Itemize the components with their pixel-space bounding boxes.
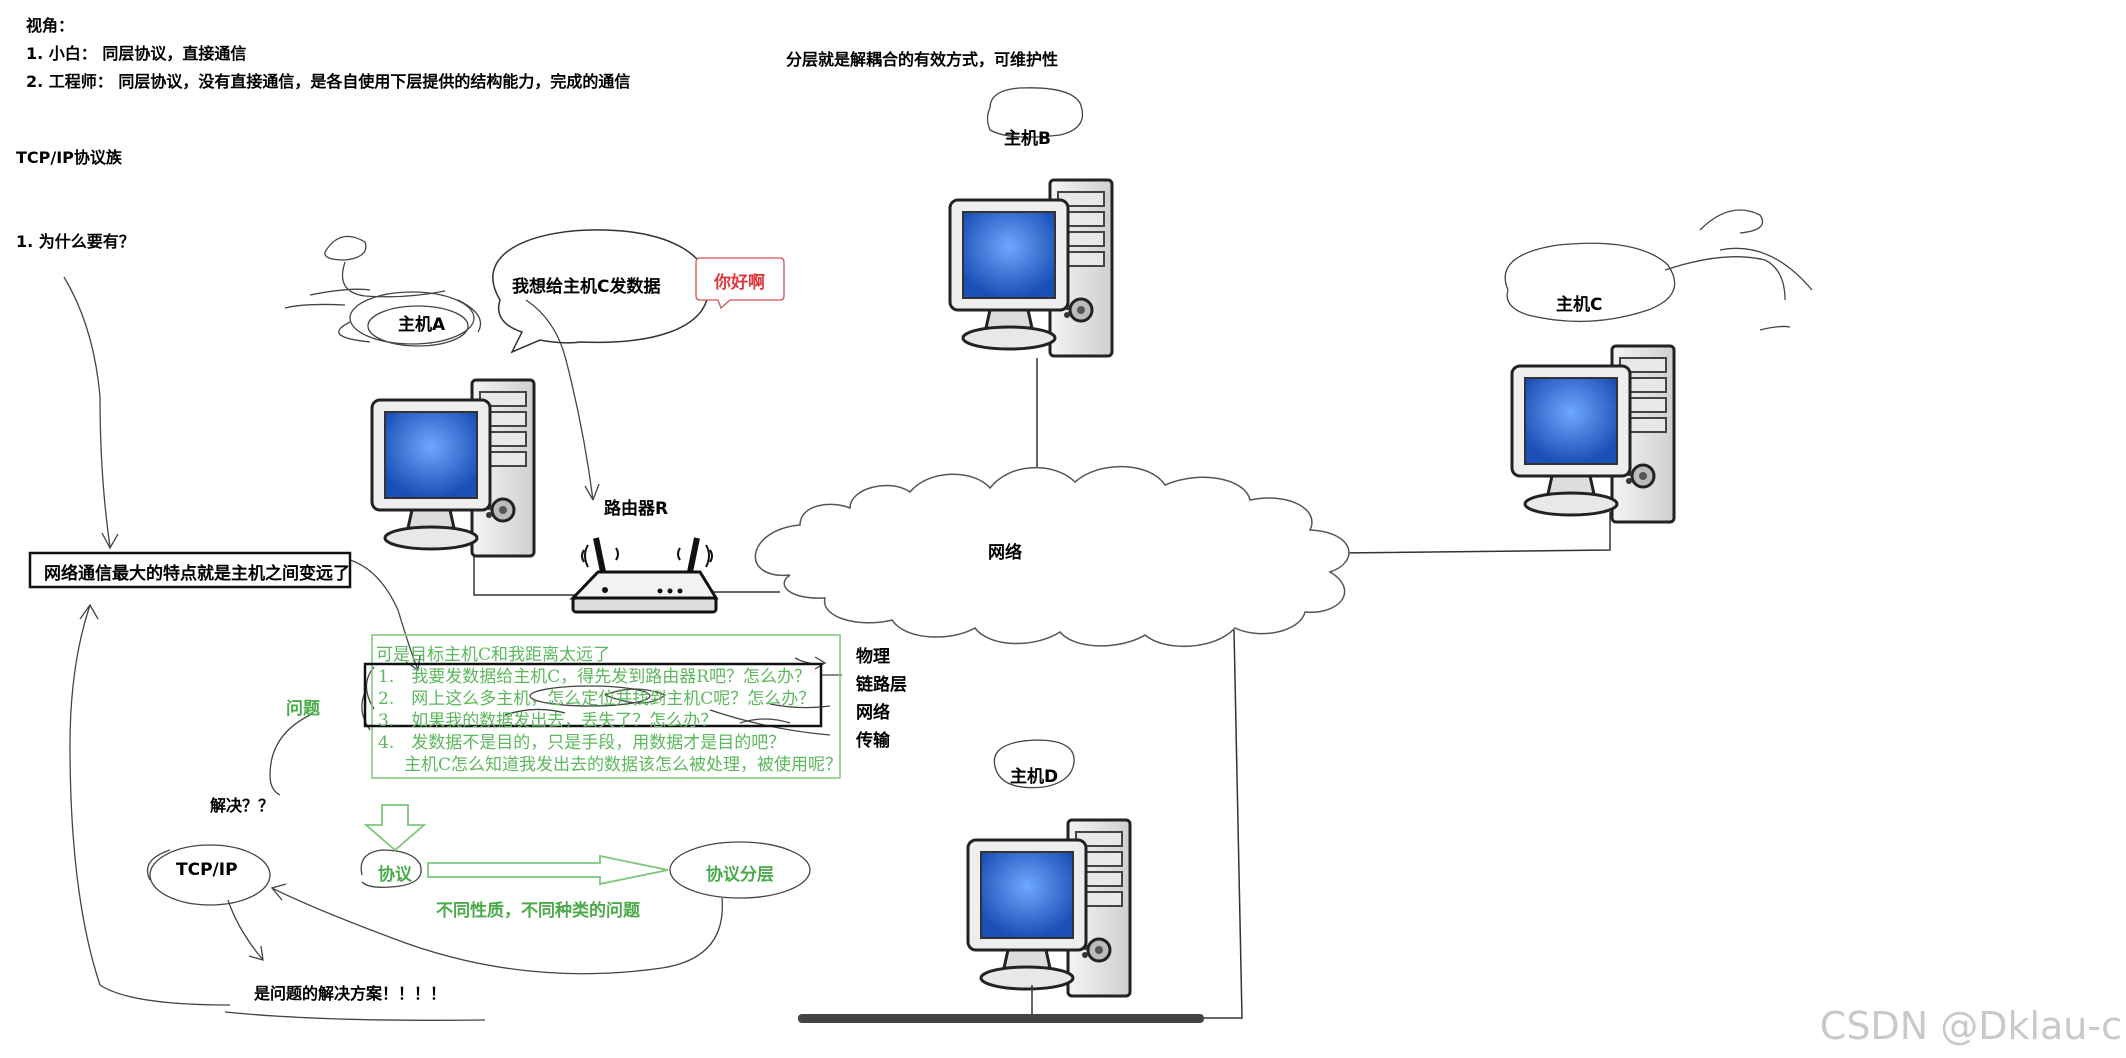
- hello-bubble-text: 你好啊: [714, 273, 765, 293]
- down-arrow-icon: [363, 804, 427, 852]
- hand-drawn-annotations: [63, 87, 1813, 1021]
- right-arrow-icon: [427, 854, 669, 886]
- host-b-label: 主机B: [1004, 129, 1051, 149]
- tcpip-family-title: TCP/IP协议族: [16, 148, 122, 167]
- speech-bubble-shape: [492, 229, 710, 354]
- perspective-item-2: 2. 工程师： 同层协议，没有直接通信，是各自使用下层提供的结构能力，完成的通信: [26, 72, 631, 91]
- problems-intro: 可是目标主机C和我距离太远了: [376, 645, 611, 665]
- solve-label: 解决？？: [210, 796, 275, 815]
- tcpip-label: TCP/IP: [176, 860, 238, 880]
- bottom-bar: [798, 1014, 1204, 1023]
- problem-2: 2. 网上这么多主机，怎么定位并找到主机C呢？怎么办？: [378, 689, 816, 709]
- layer-highlight-box: [363, 662, 823, 728]
- router-icon: [569, 537, 719, 614]
- layer-physical: 物理: [856, 647, 890, 667]
- host-d-computer-icon: [966, 818, 1132, 998]
- problem-4-detail: 主机C怎么知道我发出去的数据该怎么被处理，被使用呢？: [404, 755, 843, 775]
- layering-note: 分层就是解耦合的有效方式，可维护性: [786, 50, 1059, 69]
- layer-datalink: 链路层: [856, 675, 907, 695]
- layer-transport: 传输: [856, 731, 890, 751]
- perspective-title: 视角：: [26, 16, 75, 35]
- network-cloud: [754, 465, 1350, 648]
- host-a-computer-icon: [370, 378, 536, 558]
- diff-problems-label: 不同性质，不同种类的问题: [436, 901, 640, 921]
- protocol-layering-label: 协议分层: [706, 865, 774, 885]
- problem-label: 问题: [286, 699, 320, 719]
- hello-bubble-shape: [695, 257, 785, 310]
- host-c-label: 主机C: [1556, 295, 1603, 315]
- host-b-computer-icon: [948, 178, 1114, 358]
- speech-bubble-text: 我想给主机C发数据: [512, 277, 661, 297]
- watermark: CSDN @Dklau-c: [1819, 1004, 2122, 1048]
- key-point-box: [28, 551, 352, 589]
- problem-1: 1. 我要发数据给主机C，得先发到路由器R吧？怎么办？: [378, 667, 812, 687]
- problems-box: [371, 634, 841, 779]
- solution-label: 是问题的解决方案！！！！: [254, 984, 447, 1003]
- host-c-computer-icon: [1510, 344, 1676, 524]
- network-label: 网络: [988, 543, 1022, 563]
- layer-network: 网络: [856, 703, 890, 723]
- why-question: 1. 为什么要有？: [16, 232, 135, 251]
- protocol-label: 协议: [378, 865, 412, 885]
- key-point-text: 网络通信最大的特点就是主机之间变远了: [44, 564, 350, 584]
- problem-4: 4. 发数据不是目的，只是手段，用数据才是目的吧？: [378, 733, 786, 753]
- host-a-label: 主机A: [398, 315, 446, 335]
- router-label: 路由器R: [604, 499, 669, 519]
- perspective-item-1: 1. 小白： 同层协议，直接通信: [26, 44, 247, 63]
- host-d-label: 主机D: [1010, 767, 1059, 787]
- problem-3: 3. 如果我的数据发出去，丢失了？怎么办？: [378, 711, 718, 731]
